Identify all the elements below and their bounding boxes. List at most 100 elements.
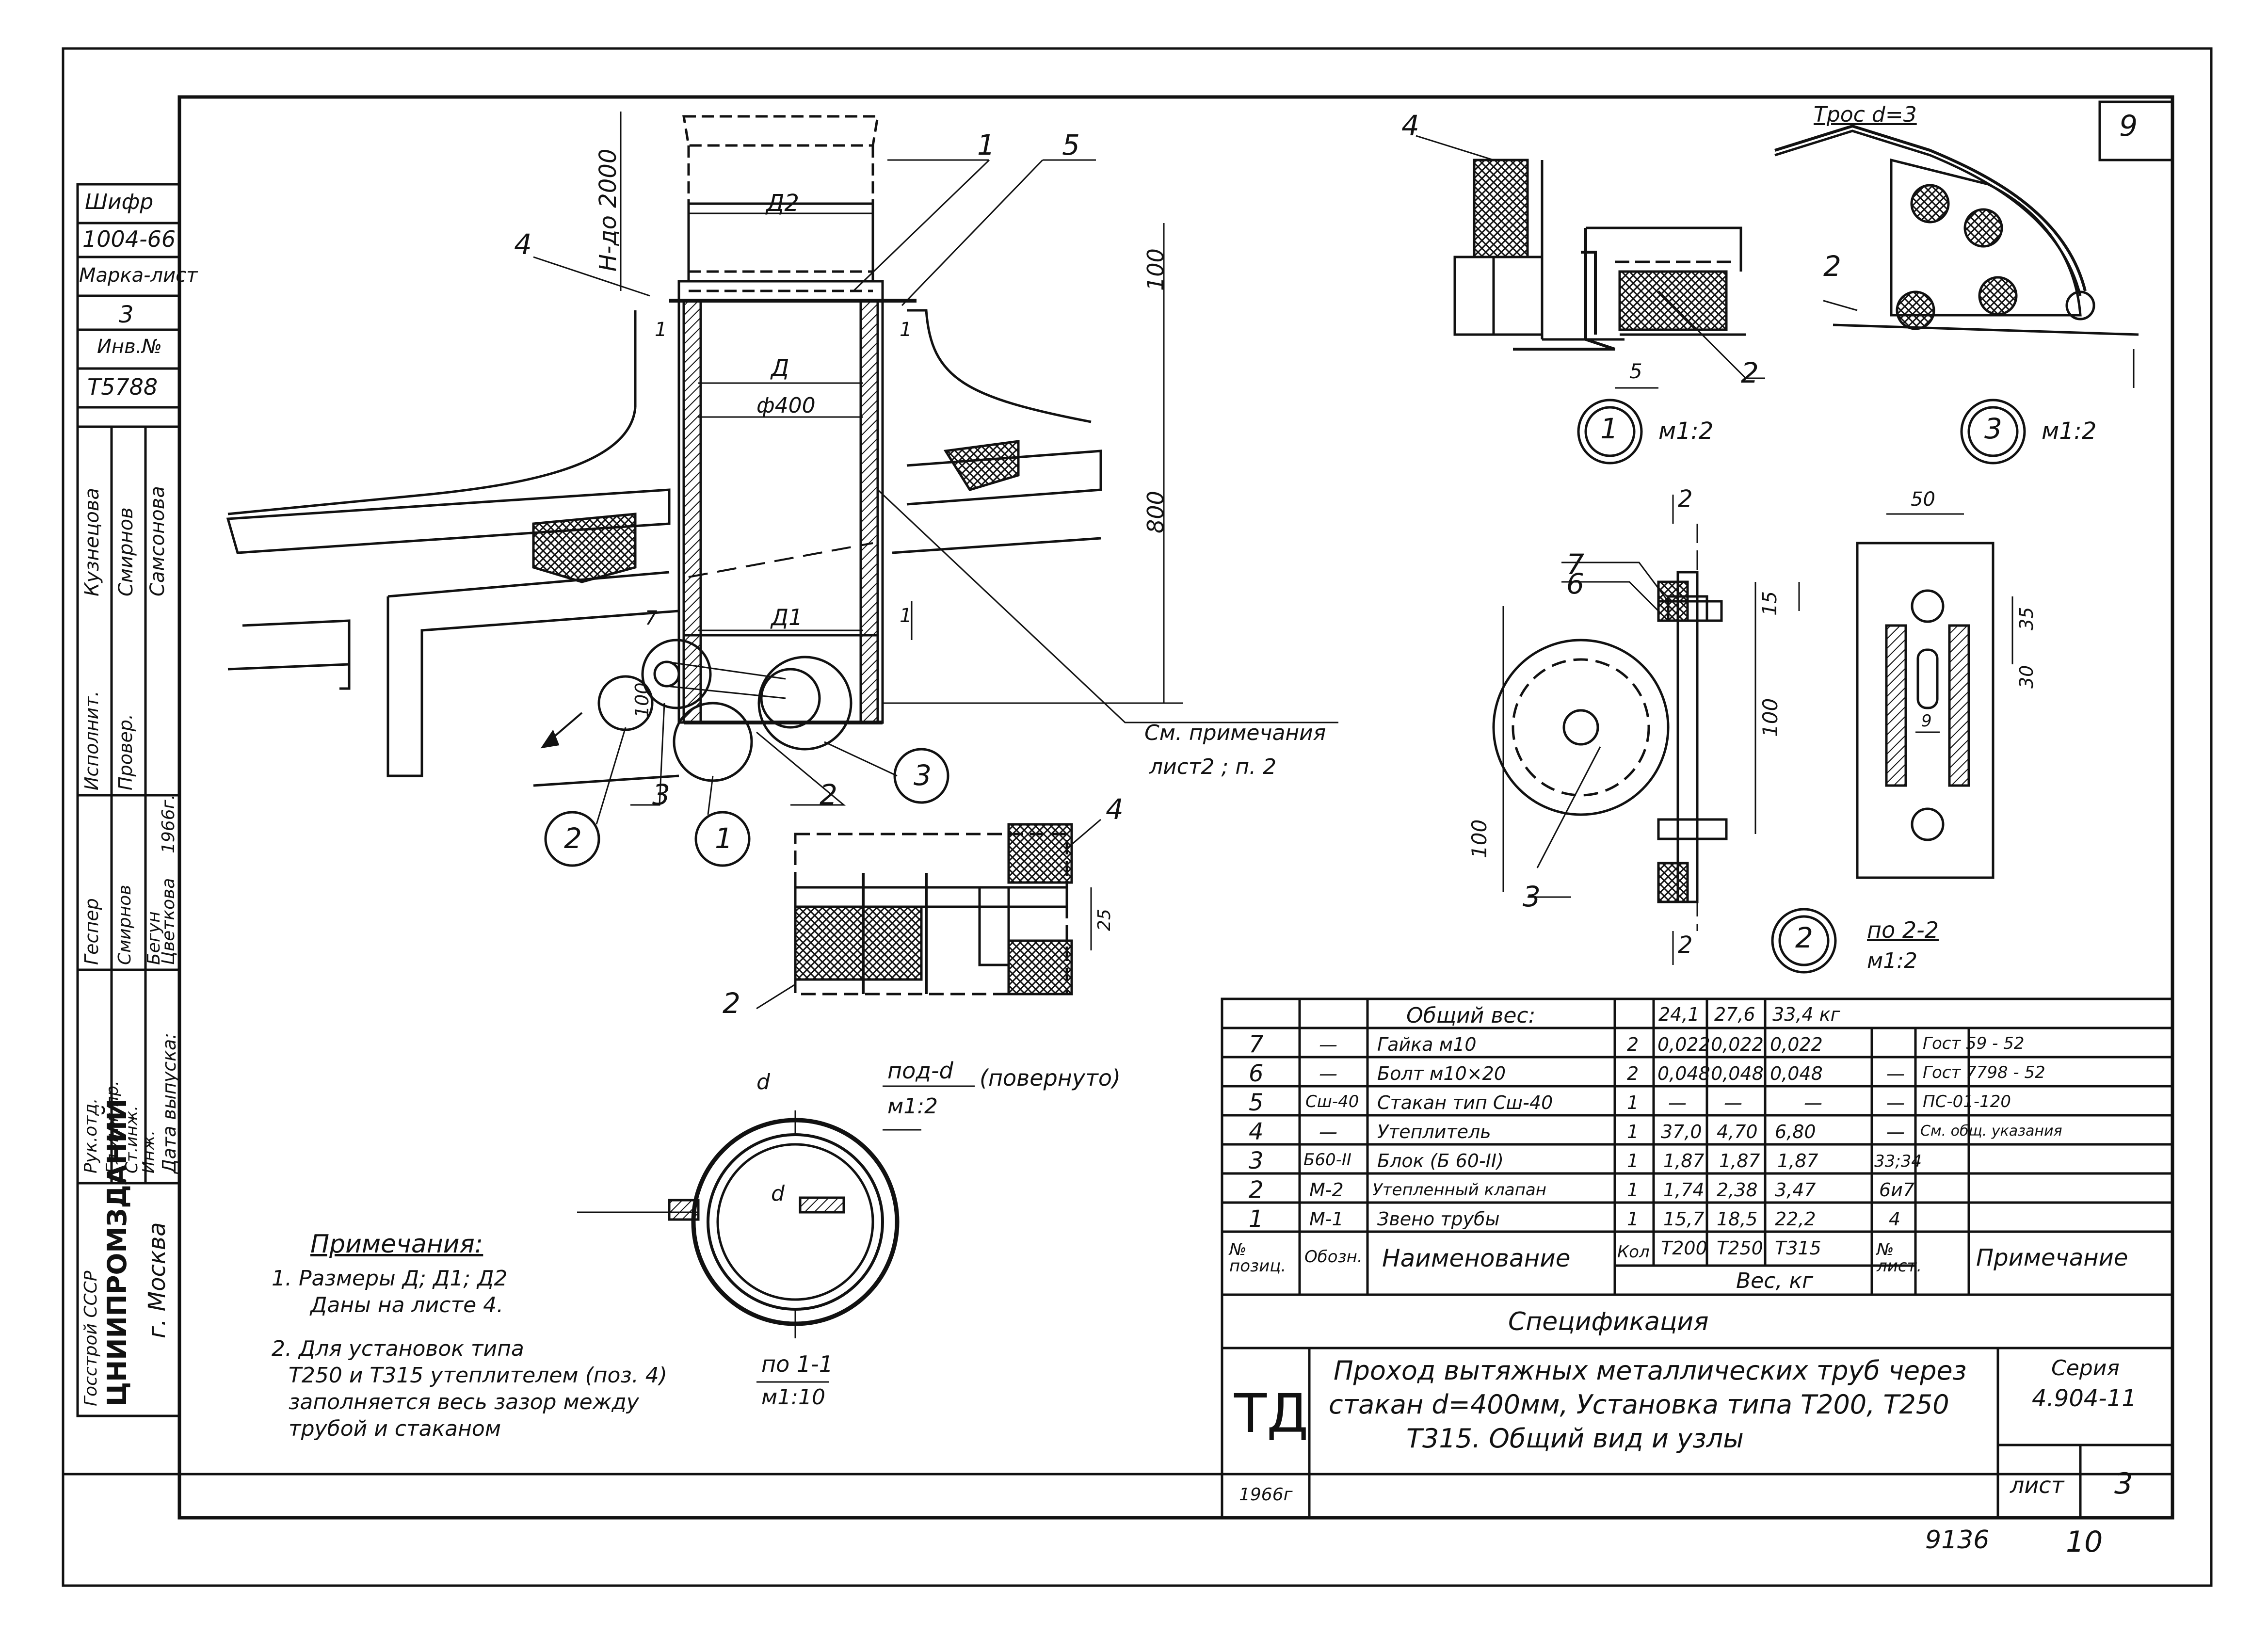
d2-dim-30: 30	[2016, 665, 2037, 689]
spec-w3: 0,048	[1770, 1063, 1823, 1084]
spec-mark: М-1	[1309, 1208, 1344, 1230]
d1-callout-4: 4	[1401, 109, 1419, 142]
d2-plate-front	[1856, 542, 1995, 879]
title-year: 1966г	[1239, 1485, 1293, 1505]
spec-name: Звено трубы	[1377, 1208, 1500, 1230]
spec-pos: 7	[1249, 1031, 1264, 1058]
note-line-6: трубой и стаканом	[289, 1416, 501, 1441]
spec-name: Утеплитель	[1377, 1121, 1491, 1142]
detail-3-number: 3	[1984, 412, 2002, 445]
callout-2-view-label: 2	[723, 987, 740, 1020]
detail-2-section: по 2-2	[1867, 917, 1939, 943]
stamp-role-eng: Инж.	[139, 1130, 159, 1173]
spec-w3: 22,2	[1775, 1208, 1816, 1230]
note-ref-1: См. примечания	[1144, 721, 1326, 745]
view-d-scale: м1:2	[887, 1094, 938, 1119]
stamp-role-2: Исполнит.	[81, 691, 102, 790]
pipe-wall-right	[859, 299, 879, 724]
d2-dim-9: 9	[1921, 711, 1932, 731]
section-11-title: по 1-1	[761, 1351, 833, 1377]
spec-col-sheet: № лист.	[1877, 1240, 1922, 1276]
d2-callout-3: 3	[1523, 880, 1541, 913]
title-series-label: Серия	[2051, 1356, 2120, 1381]
section-mark-1-left: 1	[655, 319, 667, 341]
spec-name: Болт м10×20	[1377, 1063, 1506, 1084]
spec-w3: 1,87	[1777, 1150, 1818, 1172]
d2-dim-100-left: 100	[1467, 819, 1491, 858]
spec-total-t315: 33,4 кг	[1772, 1004, 1840, 1025]
pipe-wall-left	[682, 299, 702, 724]
stamp-code: 1004-66	[82, 226, 176, 252]
spec-col-note: Примечание	[1976, 1244, 2128, 1271]
footer-code: 9136	[1925, 1526, 1990, 1555]
d2-section-mark-top: 2	[1678, 485, 1693, 513]
spec-w1: 0,048	[1657, 1063, 1710, 1084]
section-d-top: d	[756, 1070, 770, 1094]
spec-note: Гост 59 - 52	[1923, 1034, 2025, 1053]
section-d-inner: d	[771, 1181, 785, 1206]
spec-mark: Б60-II	[1303, 1150, 1351, 1170]
d1-callout-2: 2	[1741, 356, 1759, 389]
spec-w1: 15,7	[1663, 1208, 1705, 1230]
spec-col-t250: Т250	[1717, 1237, 1763, 1259]
stamp-year: 1966г.	[159, 794, 178, 853]
stamp-mark-label: Марка-лист	[79, 264, 198, 287]
callout-3-label: 3	[914, 759, 932, 792]
hinge-circle-main	[641, 639, 712, 709]
callout-1-top-label: 1	[977, 128, 995, 161]
spec-sheet: 4	[1889, 1208, 1901, 1230]
stamp-inv: Т5788	[87, 374, 158, 400]
stamp-role-head: Рук.отд.	[81, 1098, 101, 1173]
spec-name: Утепленный клапан	[1372, 1180, 1546, 1200]
stamp-person-3: Цветкова	[159, 878, 178, 965]
d2-block-wheel	[1492, 639, 1670, 816]
spec-col-weight: Вес, кг	[1736, 1269, 1814, 1293]
d1-valve-insulation	[1618, 270, 1728, 331]
spec-sheet: 33;34	[1874, 1152, 1922, 1171]
note-ref-2: лист2 ; п. 2	[1149, 755, 1277, 779]
detail-3-circle	[1960, 399, 2026, 465]
spec-mark: Сш-40	[1305, 1092, 1359, 1111]
section-mark-1-low: 1	[900, 605, 912, 627]
title-logo: ТД	[1234, 1382, 1309, 1445]
spec-mark: —	[1319, 1121, 1337, 1142]
sheet-number: 9	[2119, 109, 2138, 143]
d3-callout-2: 2	[1823, 250, 1841, 283]
spec-total-t200: 24,1	[1658, 1004, 1700, 1025]
d2-dim-35: 35	[2016, 607, 2037, 630]
spec-w2: 0,022	[1711, 1034, 1764, 1055]
detail-2-scale: м1:2	[1867, 948, 1918, 973]
stamp-inv-label: Инв.№	[97, 336, 162, 358]
spec-col-name: Наименование	[1382, 1244, 1571, 1272]
roof-slab-left	[226, 488, 671, 554]
insulation-left	[532, 513, 637, 583]
spec-qty: 1	[1627, 1208, 1639, 1230]
detail-2-number: 2	[1795, 921, 1813, 954]
d2-callout-7: 7	[1566, 548, 1584, 581]
detail-1-number: 1	[1600, 412, 1618, 445]
spec-note: ПС-01-120	[1923, 1092, 2011, 1111]
spec-qty: 1	[1627, 1121, 1639, 1142]
callout-2-label: 2	[564, 822, 582, 855]
dim-d1: Д1	[771, 604, 803, 630]
spec-note: Гост 7798 - 52	[1923, 1063, 2045, 1082]
spec-note: См. общ. указания	[1920, 1123, 2062, 1140]
callout-2-circle	[544, 811, 600, 867]
d2-callout-6: 6	[1566, 567, 1584, 600]
spec-pos: 1	[1249, 1205, 1264, 1233]
callout-4-view-label: 4	[1106, 793, 1124, 826]
title-sheet-label: лист	[2010, 1472, 2064, 1498]
spec-col-mark: Обозн.	[1304, 1247, 1363, 1267]
spec-total-t250: 27,6	[1714, 1004, 1755, 1025]
detail-2-circle	[1771, 908, 1837, 974]
title-sheet: 3	[2114, 1467, 2133, 1501]
spec-col-t315: Т315	[1775, 1237, 1821, 1259]
spec-name: Блок (Б 60-II)	[1377, 1150, 1504, 1172]
spec-col-qty: Кол	[1617, 1242, 1650, 1262]
detail-1-circle	[1577, 399, 1643, 465]
callout-2-leader-label: 2	[820, 778, 837, 811]
section-mark-1-right: 1	[900, 319, 912, 341]
dim-d: Д	[771, 354, 789, 382]
spec-w3: 6,80	[1775, 1121, 1816, 1142]
spec-mark: —	[1319, 1034, 1337, 1055]
